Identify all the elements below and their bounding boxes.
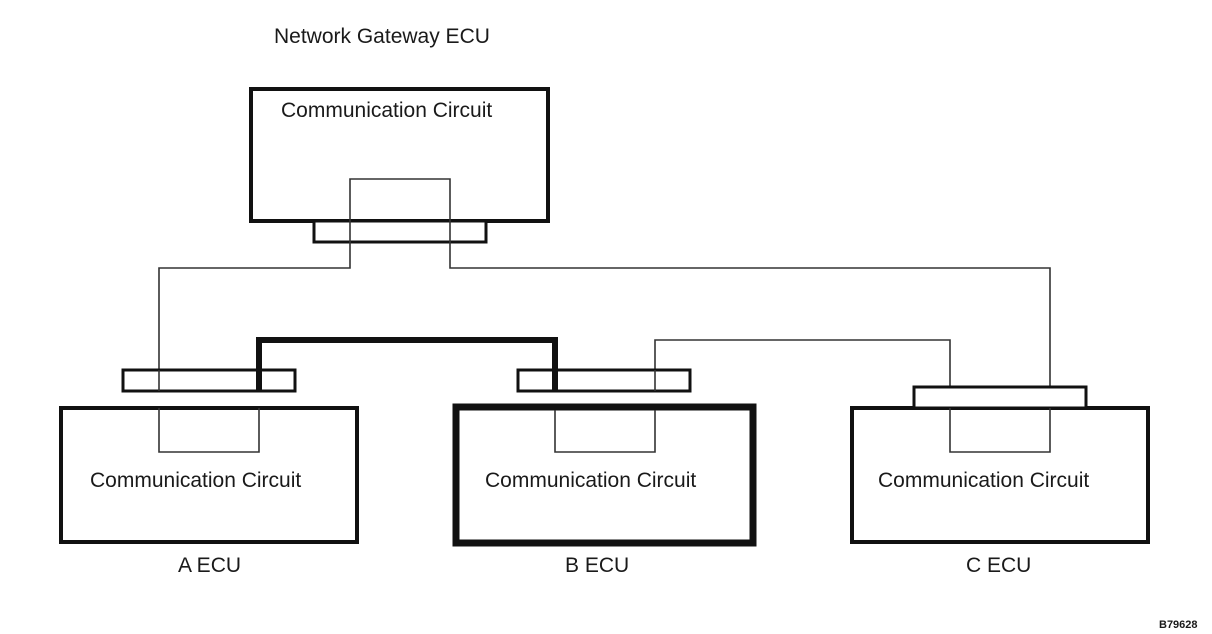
b-ecu-circuit-label: Communication Circuit: [485, 469, 696, 492]
a-ecu-circuit-label: Communication Circuit: [90, 469, 301, 492]
a-ecu-connector: [121, 368, 297, 393]
wire-gateway-to-a-ecu: [158, 242, 351, 370]
a-ecu-box: [59, 406, 359, 544]
c-ecu-name: C ECU: [966, 554, 1031, 577]
c-ecu-circuit-label: Communication Circuit: [878, 469, 1089, 492]
wire-a-ecu-to-b-ecu: [256, 337, 558, 370]
gateway-connector: [312, 219, 488, 244]
gateway-circuit-label: Communication Circuit: [281, 99, 492, 122]
gateway-internal-wire: [349, 178, 451, 242]
c-ecu-internal-wire: [949, 408, 1051, 453]
b-ecu-name: B ECU: [565, 554, 629, 577]
figure-id: B79628: [1159, 619, 1198, 631]
gateway-ecu-box: [249, 87, 550, 223]
a-ecu-internal-wire: [158, 408, 260, 453]
b-ecu-internal-wire: [554, 410, 656, 453]
b-ecu-box: [452, 403, 757, 547]
wire-b-ecu-to-c-ecu: [654, 339, 951, 408]
c-ecu-connector: [912, 385, 1088, 410]
gateway-title: Network Gateway ECU: [274, 25, 490, 48]
a-ecu-name: A ECU: [178, 554, 241, 577]
b-ecu-connector: [516, 368, 692, 393]
wire-gateway-to-c-ecu: [449, 242, 1051, 408]
